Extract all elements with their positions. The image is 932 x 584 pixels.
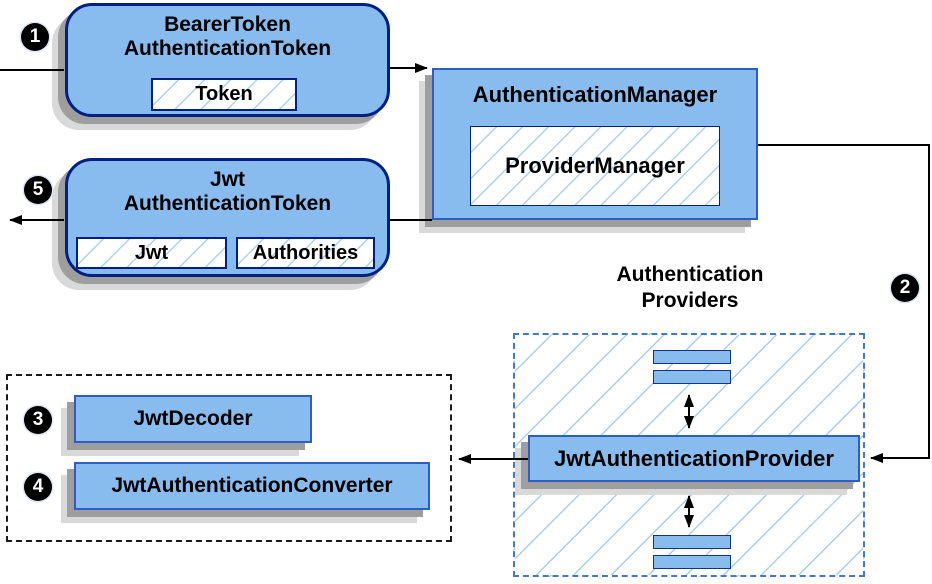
field-provider-manager: ProviderManager (470, 126, 720, 206)
node-jwt-authentication-token: Jwt AuthenticationToken Jwt Authorities (65, 158, 390, 277)
step-badge-3: 3 (24, 406, 52, 434)
other-provider-bar (653, 555, 731, 569)
step-badge-4: 4 (24, 473, 52, 501)
step-badge-1: 1 (21, 23, 49, 51)
title-line1: Jwt (209, 168, 245, 191)
node-bearer-token-authentication-token: BearerToken AuthenticationToken Token (65, 3, 390, 117)
node-jwt-decoder: JwtDecoder (74, 395, 312, 443)
node-jwt-authentication-provider: JwtAuthenticationProvider (528, 435, 860, 482)
title-line1: Authentication (616, 263, 764, 286)
node-title: AuthenticationManager (472, 82, 718, 107)
step-badge-5: 5 (24, 176, 52, 204)
title-line1: BearerToken (164, 13, 291, 36)
other-provider-bar (653, 370, 731, 384)
authentication-providers-group: JwtAuthenticationProvider (513, 333, 865, 577)
field-token: Token (151, 78, 297, 111)
title-line2: AuthenticationToken (123, 37, 332, 60)
node-title: BearerToken AuthenticationToken (68, 6, 387, 61)
node-title: Jwt AuthenticationToken (68, 161, 387, 216)
jwt-components-group: JwtDecoder JwtAuthenticationConverter (6, 374, 452, 542)
title-line2: AuthenticationToken (123, 192, 332, 215)
field-authorities: Authorities (236, 237, 375, 269)
field-jwt: Jwt (76, 237, 227, 269)
node-jwt-authentication-converter: JwtAuthenticationConverter (74, 462, 430, 510)
step-badge-2: 2 (891, 274, 919, 302)
node-authentication-manager: AuthenticationManager ProviderManager (432, 68, 758, 220)
authentication-providers-title: Authentication Providers (555, 262, 825, 314)
title-line2: Providers (641, 289, 739, 312)
other-provider-bar (653, 535, 731, 549)
other-provider-bar (653, 350, 731, 364)
